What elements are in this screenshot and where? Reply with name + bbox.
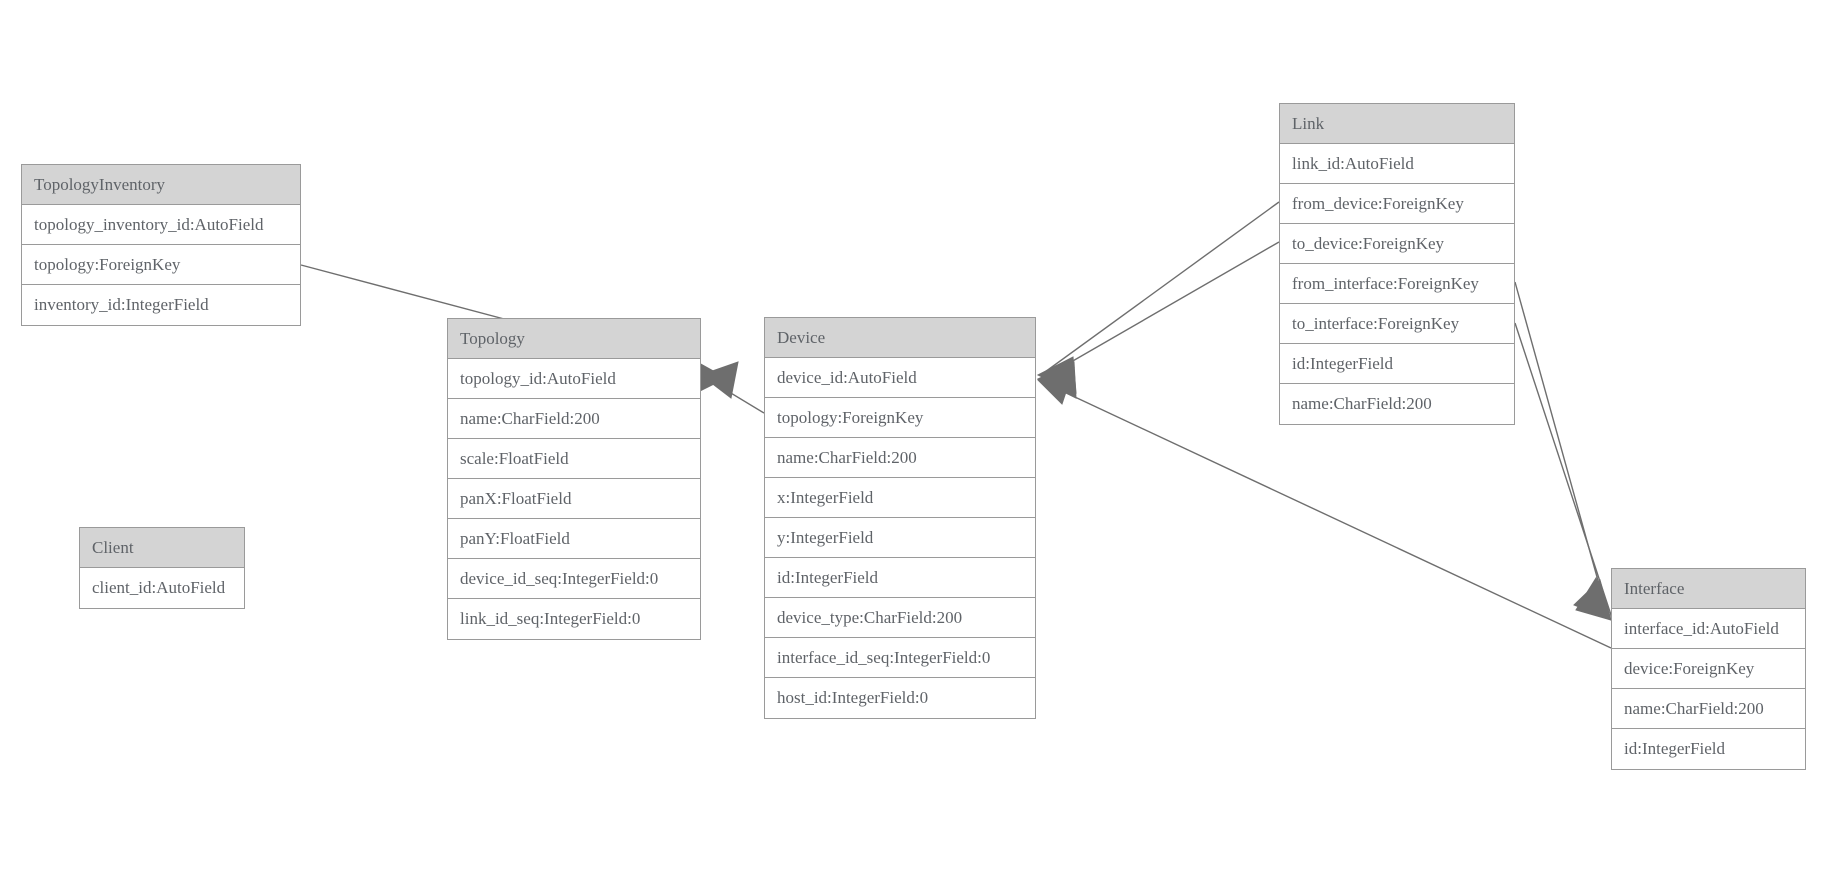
entity-field-row[interactable]: interface_id:AutoField xyxy=(1612,609,1805,649)
entity-field-row[interactable]: x:IntegerField xyxy=(765,478,1035,518)
entity-title-topology_inventory: TopologyInventory xyxy=(22,165,300,205)
entity-field-row[interactable]: client_id:AutoField xyxy=(80,568,244,608)
entity-title-link: Link xyxy=(1280,104,1514,144)
entity-field-row[interactable]: panY:FloatField xyxy=(448,519,700,559)
relationship-line xyxy=(1044,241,1280,378)
entity-field-row[interactable]: topology:ForeignKey xyxy=(22,245,300,285)
relationship-arrowhead xyxy=(1037,367,1075,405)
entity-field-row[interactable]: device_id:AutoField xyxy=(765,358,1035,398)
entity-field-row[interactable]: to_interface:ForeignKey xyxy=(1280,304,1514,344)
entity-field-row[interactable]: id:IntegerField xyxy=(765,558,1035,598)
entity-field-row[interactable]: link_id_seq:IntegerField:0 xyxy=(448,599,700,639)
relationship-link-from-device xyxy=(1036,201,1280,394)
relationship-device-topology xyxy=(699,361,765,414)
relationship-line xyxy=(705,377,765,414)
entity-field-row[interactable]: host_id:IntegerField:0 xyxy=(765,678,1035,718)
relationship-arrowhead xyxy=(1036,361,1077,399)
relationship-line xyxy=(1514,281,1608,614)
entity-title-interface: Interface xyxy=(1612,569,1805,609)
entity-field-row[interactable]: from_interface:ForeignKey xyxy=(1280,264,1514,304)
entity-field-row[interactable]: from_device:ForeignKey xyxy=(1280,184,1514,224)
entity-title-topology: Topology xyxy=(448,319,700,359)
relationship-link-to-device xyxy=(1036,241,1280,399)
relationship-arrowhead xyxy=(1036,356,1077,394)
entity-field-row[interactable]: inventory_id:IntegerField xyxy=(22,285,300,325)
entity-field-row[interactable]: topology_id:AutoField xyxy=(448,359,700,399)
entity-field-row[interactable]: to_device:ForeignKey xyxy=(1280,224,1514,264)
entity-field-row[interactable]: topology_inventory_id:AutoField xyxy=(22,205,300,245)
relationship-line xyxy=(1514,322,1613,619)
relationship-arrowhead xyxy=(1573,579,1612,621)
entity-field-row[interactable]: name:CharField:200 xyxy=(765,438,1035,478)
relationship-line xyxy=(1044,201,1280,373)
relationship-arrowhead xyxy=(699,361,739,399)
entity-field-row[interactable]: id:IntegerField xyxy=(1280,344,1514,384)
relationship-arrowhead xyxy=(1575,576,1612,621)
relationship-link-from-interface xyxy=(1514,281,1612,621)
entity-field-row[interactable]: y:IntegerField xyxy=(765,518,1035,558)
entity-field-row[interactable]: link_id:AutoField xyxy=(1280,144,1514,184)
entity-title-client: Client xyxy=(80,528,244,568)
entity-field-row[interactable]: name:CharField:200 xyxy=(1280,384,1514,424)
entity-field-row[interactable]: device_type:CharField:200 xyxy=(765,598,1035,638)
entity-field-row[interactable]: panX:FloatField xyxy=(448,479,700,519)
entity-field-row[interactable]: name:CharField:200 xyxy=(448,399,700,439)
entity-field-row[interactable]: scale:FloatField xyxy=(448,439,700,479)
entity-field-row[interactable]: interface_id_seq:IntegerField:0 xyxy=(765,638,1035,678)
entity-title-device: Device xyxy=(765,318,1035,358)
entity-field-row[interactable]: device_id_seq:IntegerField:0 xyxy=(448,559,700,599)
entity-field-row[interactable]: id:IntegerField xyxy=(1612,729,1805,769)
entity-field-row[interactable]: topology:ForeignKey xyxy=(765,398,1035,438)
entity-field-row[interactable]: name:CharField:200 xyxy=(1612,689,1805,729)
relationship-link-to-interface xyxy=(1514,322,1613,621)
entity-field-row[interactable]: device:ForeignKey xyxy=(1612,649,1805,689)
